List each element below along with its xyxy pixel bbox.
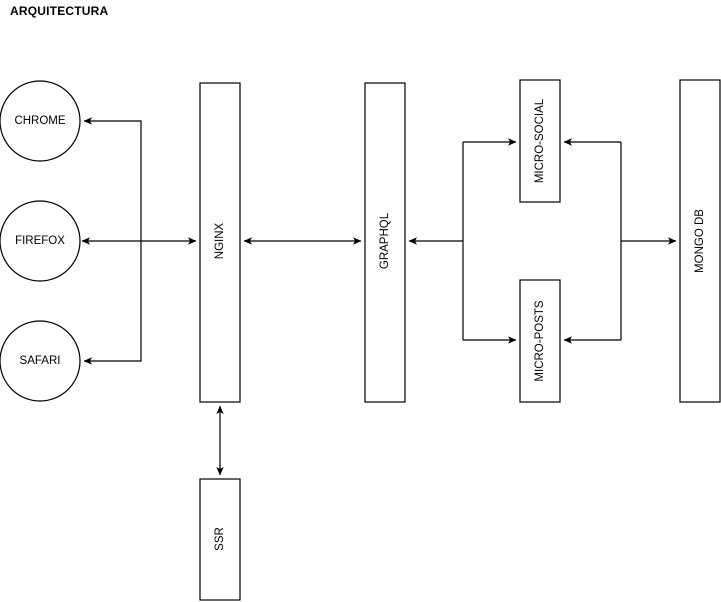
node-layer: CHROME FIREFOX SAFARI NGINX SSR [0,79,721,601]
node-mongo-db[interactable]: MONGO DB [679,79,721,403]
node-micro-social[interactable]: MICRO-SOCIAL [519,79,561,203]
node-firefox[interactable]: FIREFOX [0,200,81,282]
node-graphql[interactable]: GRAPHQL [364,82,406,403]
node-safari[interactable]: SAFARI [0,320,81,402]
mongo-db-box[interactable] [679,79,721,403]
edge-nginx-safari[interactable] [83,241,142,365]
micro-social-label: MICRO-SOCIAL [534,98,546,183]
node-chrome[interactable]: CHROME [0,80,81,162]
mongo-db-label: MONGO DB [694,209,706,273]
micro-social-box[interactable] [519,79,561,203]
ssr-box[interactable] [199,478,241,601]
micro-posts-box[interactable] [519,279,561,403]
edge-layer [81,117,677,476]
ssr-label: SSR [214,527,226,551]
chrome-circle[interactable] [0,80,81,162]
nginx-box[interactable] [199,82,241,403]
firefox-circle[interactable] [0,200,81,282]
node-micro-posts[interactable]: MICRO-POSTS [519,279,561,403]
safari-label: SAFARI [20,355,61,367]
nginx-label: NGINX [214,222,226,259]
micro-posts-label: MICRO-POSTS [534,300,546,381]
edge-nginx-chrome[interactable] [83,117,142,241]
page-title: ARQUITECTURA [10,4,109,18]
node-ssr[interactable]: SSR [199,478,241,601]
chrome-label: CHROME [14,115,65,127]
graphql-label: GRAPHQL [379,212,391,269]
safari-circle[interactable] [0,320,81,402]
firefox-label: FIREFOX [15,235,65,247]
graphql-box[interactable] [364,82,406,403]
node-nginx[interactable]: NGINX [199,82,241,403]
